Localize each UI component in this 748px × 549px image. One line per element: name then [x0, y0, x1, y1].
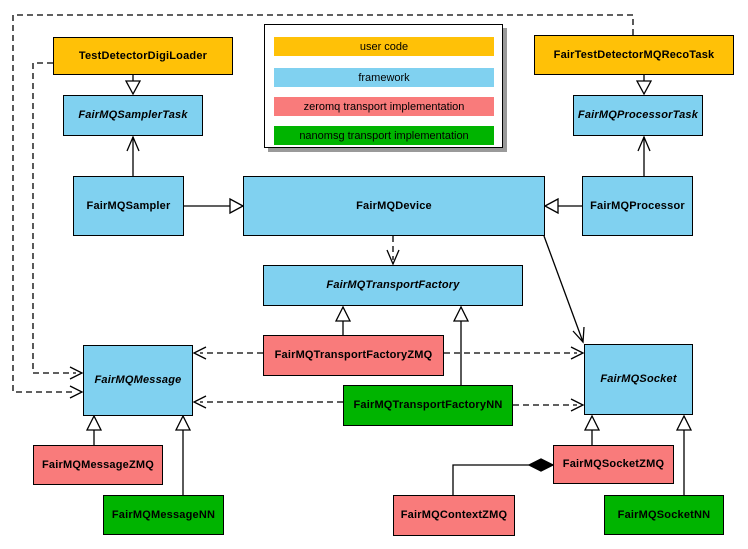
node-fairmqsocketzmq: FairMQSocketZMQ — [553, 445, 674, 484]
node-fairmqmessagezmq: FairMQMessageZMQ — [33, 445, 163, 485]
legend-label: user code — [359, 40, 409, 53]
edge-comp-contextzmq-socketzmq — [452, 458, 555, 495]
node-fairtestdetectormqrecotask: FairTestDetectorMQRecoTask — [534, 35, 734, 75]
edge-gen-factoryzmq-factory — [334, 305, 352, 335]
node-fairmqcontextzmq: FairMQContextZMQ — [393, 495, 515, 536]
edge-dep-factorynn-message — [192, 395, 343, 409]
legend-item-user-code: user code — [274, 37, 494, 56]
node-fairmqtransportfactoryzmq: FairMQTransportFactoryZMQ — [263, 335, 444, 376]
edge-gen-factorynn-factory — [452, 305, 470, 385]
legend-item-framework: framework — [274, 68, 494, 87]
node-fairmqsamplertask: FairMQSamplerTask — [63, 95, 203, 136]
legend-label: nanomsg transport implementation — [299, 129, 469, 142]
legend-label: zeromq transport implementation — [303, 100, 465, 113]
edge-dep-device-factory — [386, 236, 400, 266]
node-fairmqmessage: FairMQMessage — [83, 345, 193, 416]
legend-label: framework — [358, 71, 410, 84]
legend-item-zeromq: zeromq transport implementation — [274, 97, 494, 116]
legend-item-nanomsg: nanomsg transport implementation — [274, 126, 494, 145]
edge-gen-messagezmq-message — [85, 414, 103, 445]
edge-arrow-sampler-samplertask — [126, 135, 140, 176]
node-fairmqtransportfactory: FairMQTransportFactory — [263, 265, 523, 306]
edge-dep-factorynn-socket — [513, 398, 585, 412]
edge-dep-factoryzmq-message — [192, 346, 263, 360]
edge-dep-factoryzmq-socket — [444, 346, 585, 360]
edge-gen-recotask-processortask — [635, 75, 653, 96]
node-fairmqsampler: FairMQSampler — [73, 176, 184, 236]
edge-gen-socketzmq-socket — [583, 414, 601, 445]
node-testdetectordigiloader: TestDetectorDigiLoader — [53, 37, 233, 75]
edge-arrow-processor-processortask — [637, 135, 651, 176]
edge-gen-socketnn-socket — [675, 414, 693, 495]
node-fairmqprocessor: FairMQProcessor — [582, 176, 693, 236]
edge-arrow-device-socket — [543, 235, 585, 344]
node-fairmqmessagenn: FairMQMessageNN — [103, 495, 224, 535]
edge-gen-processor-device — [543, 197, 582, 215]
edge-gen-digiloader-samplertask — [124, 75, 142, 96]
node-fairmqtransportfactorynn: FairMQTransportFactoryNN — [343, 385, 513, 426]
edge-dep-digiloader-message — [32, 62, 84, 380]
edge-gen-messagenn-message — [174, 414, 192, 495]
legend-box: user code framework zeromq transport imp… — [264, 24, 503, 148]
edge-dep-recotask-message — [12, 14, 634, 399]
node-fairmqprocessortask: FairMQProcessorTask — [573, 95, 703, 136]
edge-gen-sampler-device — [184, 197, 245, 215]
node-fairmqsocketnn: FairMQSocketNN — [604, 495, 724, 535]
node-fairmqdevice: FairMQDevice — [243, 176, 545, 236]
node-fairmqsocket: FairMQSocket — [584, 344, 693, 415]
